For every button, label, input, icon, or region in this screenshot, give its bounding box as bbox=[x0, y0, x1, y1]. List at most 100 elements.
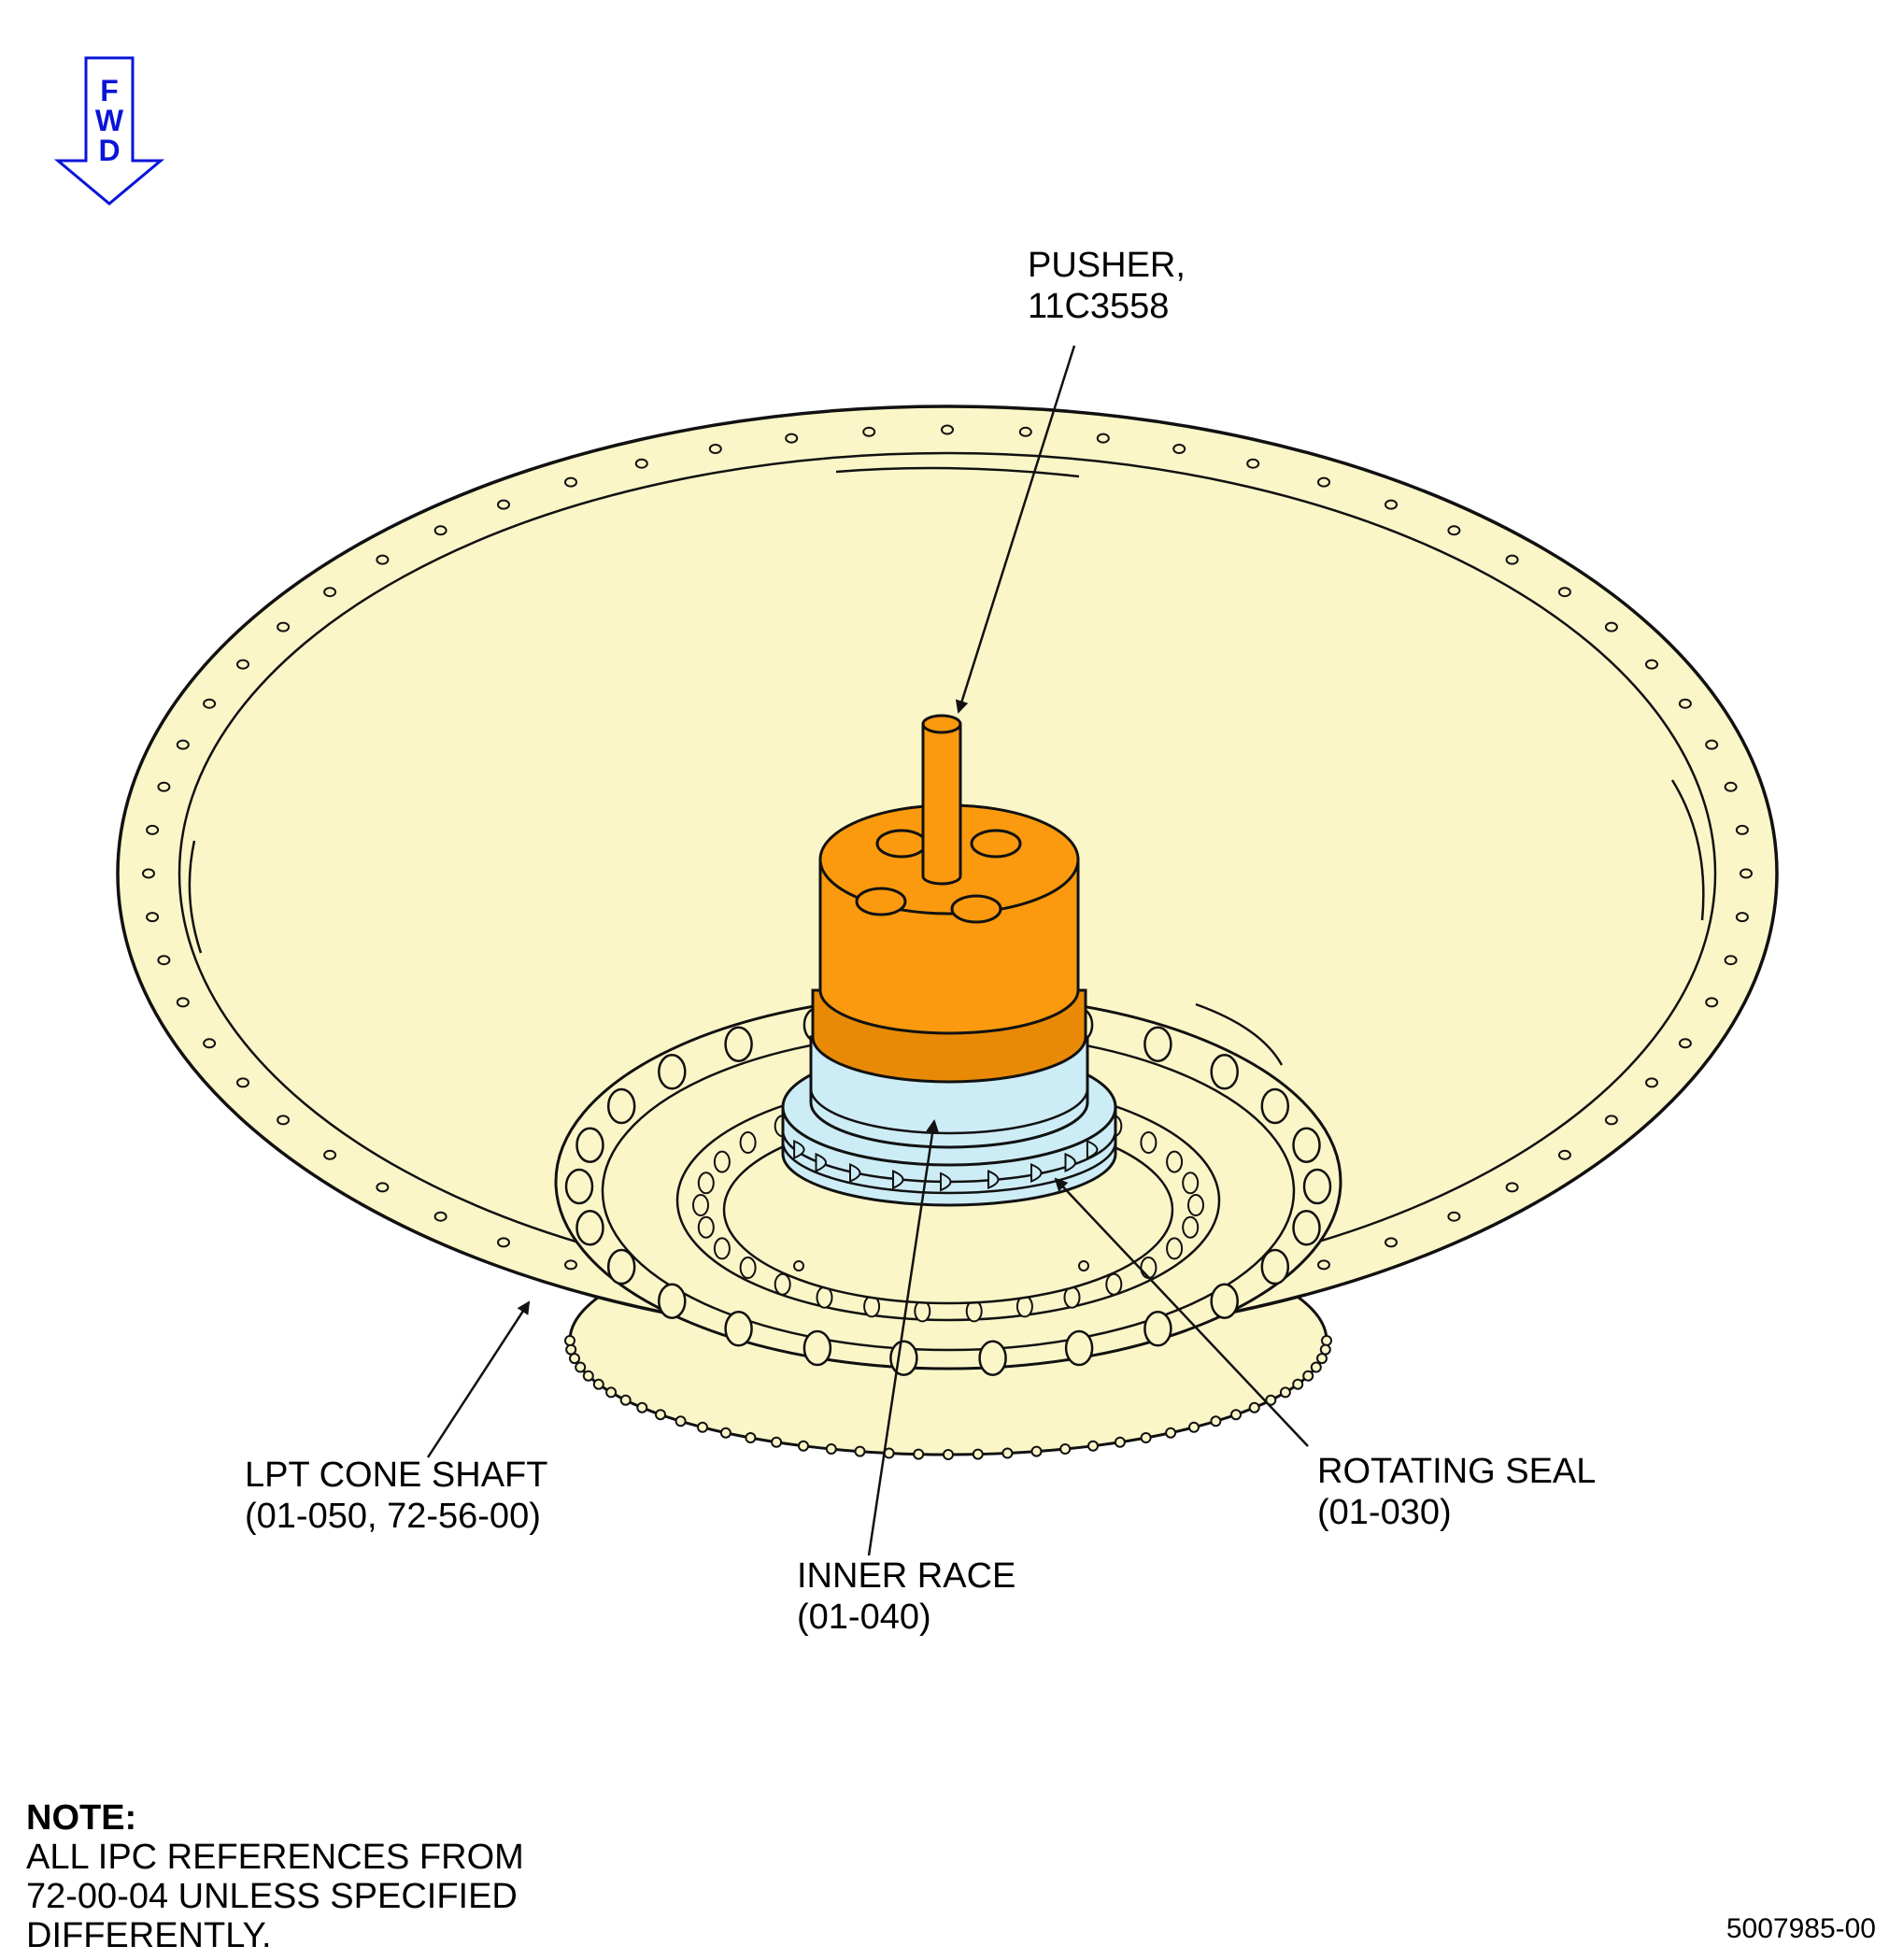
rim-hole bbox=[176, 997, 190, 1008]
rim-hole bbox=[1447, 525, 1461, 536]
lpt-cone-shaft-callout-line-2: (01-050, 72-56-00) bbox=[245, 1497, 541, 1536]
rim-hole bbox=[1385, 1237, 1398, 1248]
seal-slots bbox=[793, 1139, 1099, 1192]
rim-hole bbox=[157, 955, 171, 966]
leader-lines bbox=[426, 345, 1309, 1556]
hub-scallop bbox=[1140, 1131, 1158, 1154]
flange-tooth bbox=[1210, 1415, 1222, 1427]
flange-tooth bbox=[825, 1443, 837, 1455]
note-line: DIFFERENTLY. bbox=[26, 1916, 272, 1955]
flange-tooth bbox=[1165, 1427, 1177, 1439]
flange-tooth bbox=[1310, 1361, 1322, 1373]
hub-scallop bbox=[697, 1172, 715, 1195]
hub-scallop bbox=[692, 1194, 709, 1216]
hub-hole bbox=[564, 1168, 594, 1205]
rim-hole bbox=[157, 781, 171, 792]
lpt-cone-shaft-callout-line-1: LPT CONE SHAFT bbox=[245, 1456, 548, 1495]
rim-hole bbox=[277, 1115, 291, 1126]
flange-tooth bbox=[697, 1421, 708, 1433]
note-block: NOTE: ALL IPC REFERENCES FROM 72-00-04 U… bbox=[26, 1798, 524, 1955]
hub-scallop bbox=[697, 1215, 715, 1239]
seal-slot bbox=[1086, 1139, 1099, 1160]
hub-hole bbox=[724, 1026, 753, 1062]
rim-hole bbox=[1705, 739, 1719, 750]
inner-race-callout-line-2: (01-040) bbox=[797, 1598, 931, 1637]
seal-slot bbox=[987, 1170, 1000, 1190]
rim-hole bbox=[1317, 1259, 1330, 1271]
hub-hole bbox=[1302, 1168, 1332, 1205]
flange-tooth bbox=[1230, 1409, 1242, 1421]
rim-hole bbox=[1604, 621, 1618, 632]
hub-scallop bbox=[739, 1257, 757, 1279]
flange-tooth bbox=[675, 1415, 687, 1427]
hub-hole bbox=[1210, 1283, 1239, 1319]
rim-hole bbox=[1505, 554, 1519, 565]
rim-hole bbox=[203, 1038, 217, 1049]
rim-hole bbox=[1735, 912, 1749, 923]
pusher-callout: PUSHER, 11C3558 bbox=[1028, 245, 1186, 327]
hub-scallop bbox=[713, 1237, 731, 1260]
flange-tooth bbox=[1265, 1394, 1277, 1406]
seal-slot bbox=[1030, 1162, 1043, 1184]
flange-tooth bbox=[1302, 1370, 1314, 1382]
fwd-letter-d: D bbox=[98, 134, 120, 167]
rim-hole bbox=[1557, 1149, 1571, 1160]
flange-tooth bbox=[605, 1386, 618, 1399]
hub-hole bbox=[802, 1329, 832, 1367]
inner-race-leader-line bbox=[867, 1119, 940, 1556]
pusher-tool bbox=[811, 714, 1087, 1084]
rim-hole bbox=[1385, 499, 1398, 510]
rim-hole bbox=[1678, 698, 1692, 709]
flange-tooth bbox=[1321, 1335, 1332, 1346]
rim-hole bbox=[277, 621, 291, 632]
flange-tooth bbox=[565, 1343, 577, 1356]
cone-contour-line bbox=[835, 466, 1080, 478]
inner-race-edge bbox=[809, 1087, 1089, 1135]
hub-scallop bbox=[713, 1150, 731, 1173]
seal-slot bbox=[849, 1162, 861, 1184]
hub-pin bbox=[1078, 1260, 1089, 1271]
fwd-letter-w: W bbox=[95, 104, 124, 137]
flange-tooth bbox=[1279, 1386, 1291, 1399]
rotating-seal-callout: ROTATING SEAL (01-030) bbox=[1317, 1451, 1596, 1533]
hub-hole bbox=[978, 1340, 1007, 1376]
rim-hole bbox=[323, 587, 337, 598]
rim-hole bbox=[1735, 824, 1749, 835]
hub-hole bbox=[606, 1248, 636, 1285]
pusher-hole bbox=[875, 829, 928, 859]
rim-hole bbox=[497, 1237, 510, 1248]
flange-tooth bbox=[745, 1432, 757, 1443]
cone-flange-teeth bbox=[564, 1335, 1332, 1460]
hub-hole bbox=[658, 1054, 687, 1090]
lpt-cone-shaft-leader-line bbox=[426, 1300, 531, 1458]
seal-slot bbox=[815, 1152, 827, 1172]
figure-number: 5007985-00 bbox=[1726, 1913, 1876, 1944]
rim-hole bbox=[1645, 1077, 1658, 1088]
flange-tooth bbox=[771, 1436, 783, 1448]
hub-scallop bbox=[1166, 1237, 1184, 1260]
hub-hole bbox=[658, 1283, 687, 1319]
rim-hole bbox=[203, 698, 217, 709]
rim-hole bbox=[1705, 997, 1719, 1008]
pusher-stem bbox=[921, 722, 962, 886]
pusher-hole bbox=[950, 894, 1002, 924]
hub-hole bbox=[606, 1087, 636, 1125]
rim-hole bbox=[1604, 1115, 1618, 1126]
rim-hole bbox=[564, 1259, 577, 1271]
flange-tooth bbox=[1140, 1432, 1152, 1443]
rim-hole bbox=[1724, 781, 1738, 792]
seal-slot bbox=[892, 1170, 904, 1190]
flange-tooth bbox=[1001, 1447, 1014, 1459]
flange-tooth bbox=[575, 1361, 587, 1373]
rim-hole bbox=[564, 476, 577, 488]
fwd-arrow-icon: F W D bbox=[53, 56, 165, 206]
rim-hole bbox=[323, 1149, 337, 1160]
rim-hole bbox=[1678, 1038, 1692, 1049]
hub-scallop bbox=[774, 1272, 791, 1296]
rim-hole bbox=[1645, 659, 1658, 670]
hub-scallop bbox=[1182, 1215, 1200, 1239]
note-line: 72-00-04 UNLESS SPECIFIED bbox=[26, 1877, 518, 1916]
flange-tooth bbox=[1087, 1440, 1099, 1452]
rim-hole bbox=[376, 1182, 390, 1193]
